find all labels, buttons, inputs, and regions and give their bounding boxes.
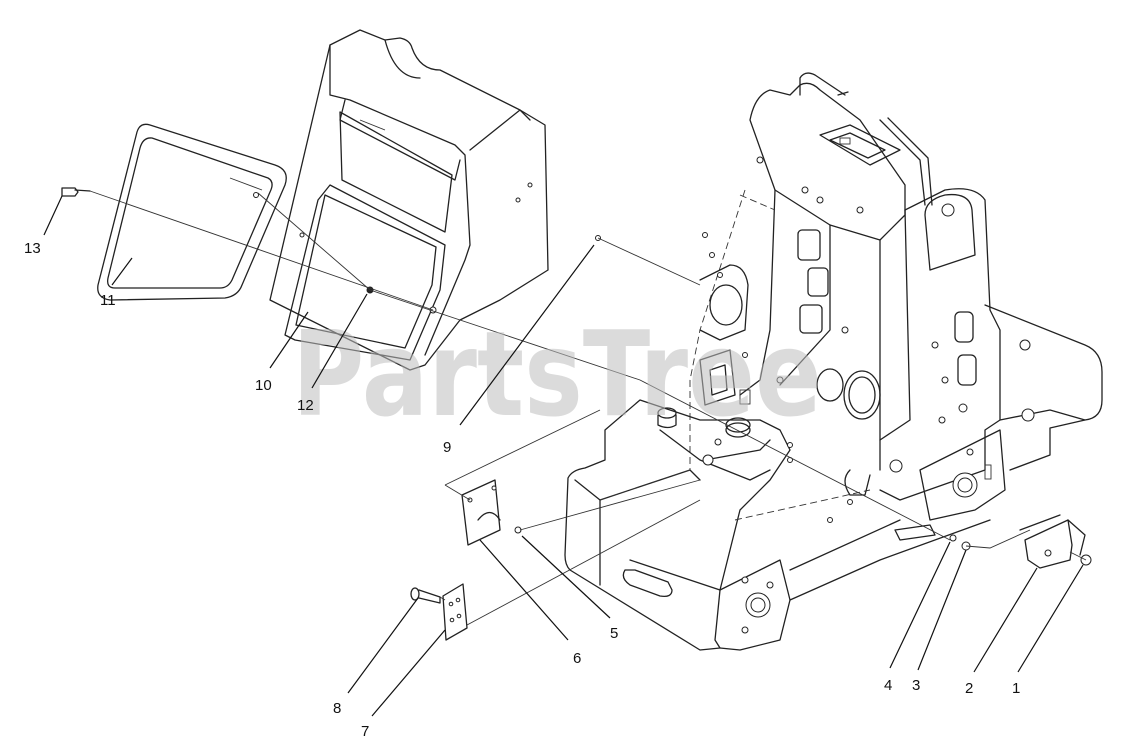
plate-6 bbox=[461, 479, 501, 546]
callout-6: 6 bbox=[573, 650, 581, 667]
callout-12: 12 bbox=[297, 397, 314, 414]
watermark-text: PartsTree bbox=[292, 305, 822, 443]
window-frame bbox=[97, 123, 287, 301]
washer-4 bbox=[949, 534, 957, 542]
bolt-8 bbox=[410, 587, 441, 604]
callout-4: 4 bbox=[884, 677, 892, 694]
callout-9: 9 bbox=[443, 439, 451, 456]
callout-7: 7 bbox=[361, 723, 369, 740]
callout-labels: 13 11 10 12 9 5 6 8 7 4 3 2 1 bbox=[24, 240, 1020, 740]
callout-1: 1 bbox=[1012, 680, 1020, 697]
bracket-plate-7 bbox=[442, 583, 468, 641]
leader-lines bbox=[43, 195, 1084, 717]
callout-10: 10 bbox=[255, 377, 272, 394]
shroud-panel bbox=[269, 29, 549, 371]
main-frame bbox=[564, 72, 1103, 651]
callout-5: 5 bbox=[610, 625, 618, 642]
callout-11: 11 bbox=[100, 292, 116, 309]
callout-13: 13 bbox=[24, 240, 41, 257]
callout-8: 8 bbox=[333, 700, 341, 717]
assembly-lines bbox=[89, 190, 1087, 626]
callout-2: 2 bbox=[965, 680, 973, 697]
callout-3: 3 bbox=[912, 677, 920, 694]
bracket-2 bbox=[1019, 514, 1086, 569]
screw-13 bbox=[61, 187, 91, 197]
